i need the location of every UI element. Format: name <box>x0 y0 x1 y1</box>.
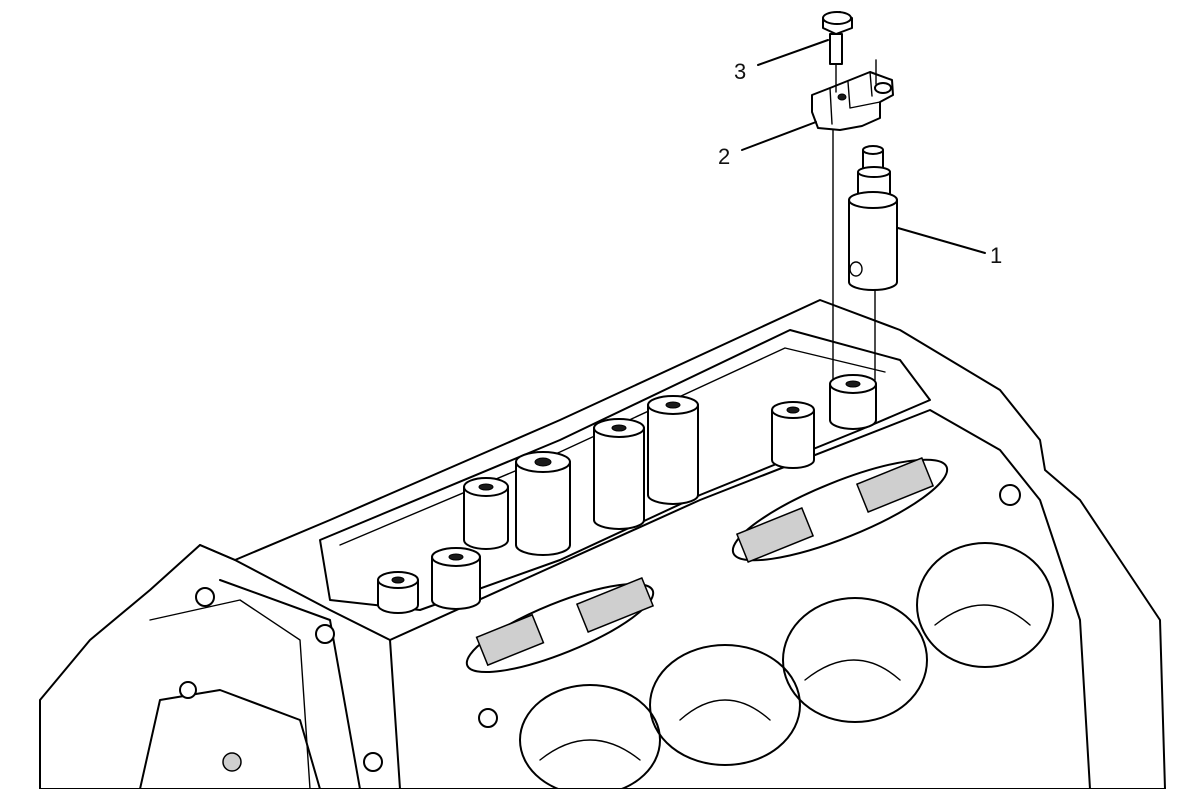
lifter-boss <box>377 571 419 614</box>
callout-3-label: 3 <box>734 59 746 84</box>
cylinder-bore <box>782 597 928 723</box>
lifter-boss <box>829 374 877 430</box>
cylinder-bore <box>916 542 1054 668</box>
camshaft-lobes <box>475 457 935 667</box>
camshaft-openings <box>465 457 949 674</box>
cylinder-bores <box>519 542 1054 789</box>
lifter-boss <box>431 547 481 610</box>
exploded-lifter-assembly <box>811 11 898 381</box>
leader-line-3 <box>757 39 829 66</box>
valve-lifter <box>848 145 898 291</box>
cylinder-bank-deck <box>389 409 1091 789</box>
cover-bolt <box>222 752 242 772</box>
lifter-boss <box>593 418 645 530</box>
callout-labels: 1 2 3 <box>718 59 1002 268</box>
lifter-guide-bracket <box>811 59 894 131</box>
leader-line-2 <box>741 121 817 151</box>
callout-leaders <box>741 39 986 254</box>
lifter-boss <box>771 401 815 469</box>
block-front-face <box>199 544 391 641</box>
lifter-bosses <box>377 374 877 614</box>
bolt <box>822 11 853 93</box>
engine-block <box>39 299 1166 789</box>
lifter-boss <box>515 451 571 556</box>
callout-2-label: 2 <box>718 144 730 169</box>
cylinder-bore <box>649 644 801 766</box>
lifter-boss <box>463 477 509 550</box>
callout-1-label: 1 <box>990 243 1002 268</box>
lifter-boss <box>647 395 699 505</box>
leader-line-1 <box>897 227 986 254</box>
cylinder-bore <box>519 684 661 789</box>
front-cover <box>139 689 321 789</box>
